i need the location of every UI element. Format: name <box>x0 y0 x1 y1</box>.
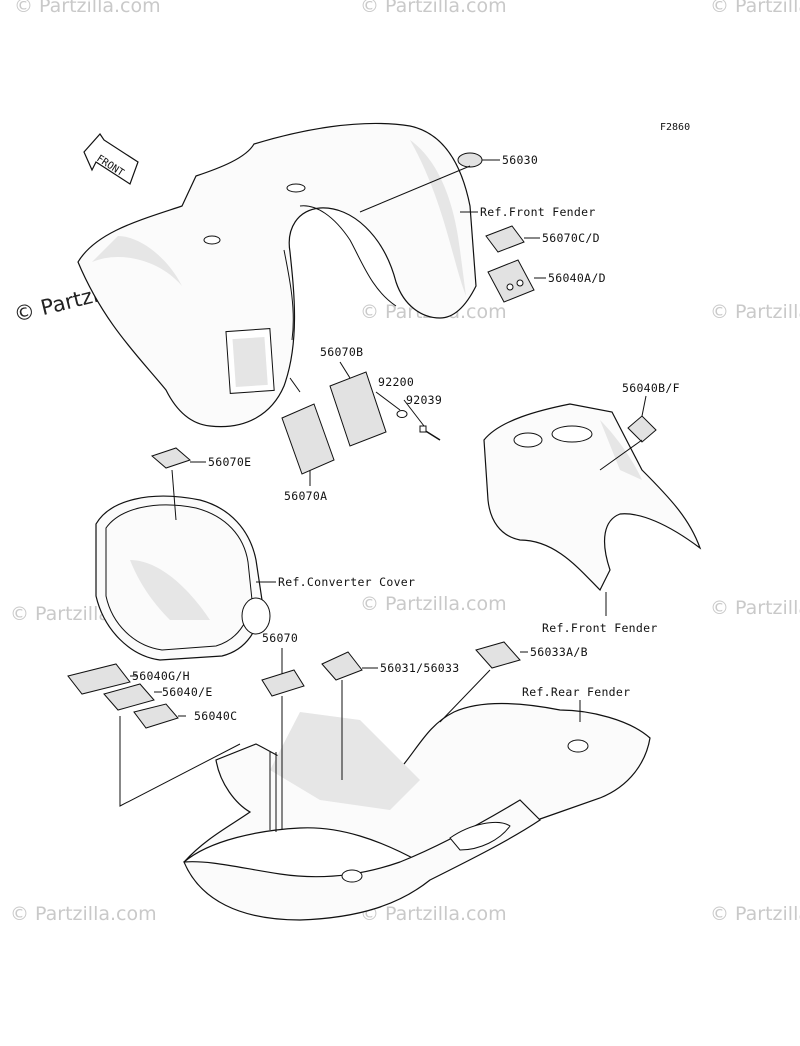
callout-ref-rear-fender: Ref.Rear Fender <box>522 685 630 699</box>
callout-56070a: 56070A <box>284 489 327 503</box>
callout-ref-front-fender-mid: Ref.Front Fender <box>542 621 658 635</box>
watermark: © Partzilla.com <box>14 0 161 17</box>
watermark: © Partzilla.com <box>710 903 800 925</box>
decal-56040ad <box>487 259 535 303</box>
watermark: © Partzilla.com <box>710 301 800 323</box>
callout-56070e: 56070E <box>208 455 251 469</box>
front-fender-inner-part <box>483 403 702 592</box>
watermark: © Partzilla.com <box>710 597 800 619</box>
watermark: © Partzilla.com <box>360 593 507 615</box>
callout-56070b: 56070B <box>320 345 363 359</box>
washer-92200 <box>396 410 408 418</box>
watermark: © Partzilla.com <box>710 0 800 17</box>
callout-56031-56033: 56031/56033 <box>380 661 459 675</box>
callout-56033ab: 56033A/B <box>530 645 588 659</box>
bolt-92039 <box>419 425 441 441</box>
callout-92200: 92200 <box>378 375 414 389</box>
callout-56040gh: 56040G/H <box>132 669 190 683</box>
decal-56040bf <box>627 415 657 443</box>
decal-56040e <box>103 683 155 711</box>
decal-56070e <box>151 447 191 469</box>
callout-ref-converter-cover: Ref.Converter Cover <box>278 575 415 589</box>
callout-56040e: 56040/E <box>162 685 213 699</box>
callout-56040ad: 56040A/D <box>548 271 606 285</box>
converter-cover-part <box>95 495 271 661</box>
callout-56030: 56030 <box>502 153 538 167</box>
callout-56070cd: 56070C/D <box>542 231 600 245</box>
figure-code: F2860 <box>660 122 690 133</box>
rear-fender-part <box>183 702 651 921</box>
decal-56031-56033 <box>321 651 363 681</box>
decal-56040gh <box>67 663 131 695</box>
front-arrow-icon: FRONT <box>83 133 139 185</box>
callout-56040c: 56040C <box>194 709 237 723</box>
decal-56033ab <box>475 641 521 669</box>
decal-56070a <box>281 403 335 475</box>
watermark: © Partzilla.com <box>360 903 507 925</box>
front-fender-part <box>77 122 477 428</box>
callout-56040bf: 56040B/F <box>622 381 680 395</box>
decal-56070 <box>261 669 305 697</box>
callout-92039: 92039 <box>406 393 442 407</box>
callout-56070: 56070 <box>262 631 298 645</box>
watermark: © Partzilla.com <box>360 0 507 17</box>
decal-56070b <box>329 371 387 447</box>
callout-ref-front-fender-top: Ref.Front Fender <box>480 205 596 219</box>
watermark: © Partzilla.com <box>10 903 157 925</box>
decal-56030 <box>457 152 483 168</box>
decal-56070cd <box>485 225 525 253</box>
decal-56040c <box>133 703 179 729</box>
